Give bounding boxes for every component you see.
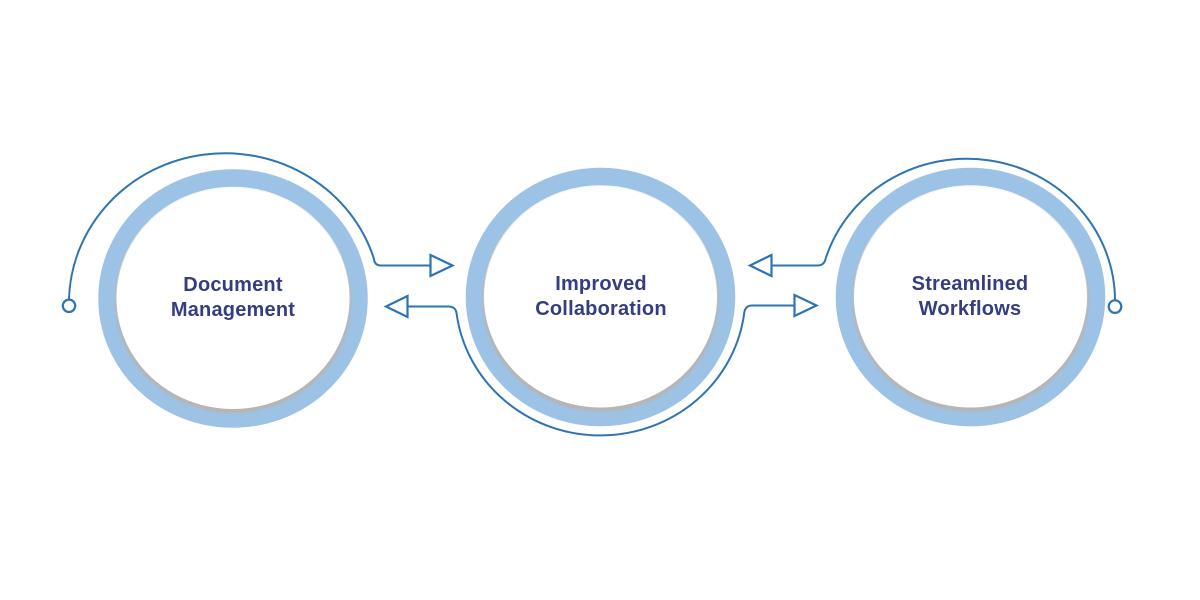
node-circle-improved-collaboration [465, 167, 736, 427]
ring [835, 167, 1106, 427]
ring [98, 169, 368, 428]
connector-arc-left-top [68, 152, 431, 300]
terminal-dot-left [61, 298, 77, 314]
connector-arc-center-bottom [407, 304, 795, 437]
arrow-left-icon [383, 294, 409, 319]
node-face [484, 186, 717, 408]
node-circle-streamlined-workflows [835, 167, 1106, 427]
node-face [854, 186, 1087, 408]
node-face [116, 188, 350, 409]
arrow-left-icon [747, 253, 773, 278]
arrow-right-icon [429, 253, 456, 278]
ring [465, 167, 736, 427]
arrow-right-icon [793, 293, 820, 318]
node-circle-document-management [98, 169, 368, 428]
terminal-dot-right [1107, 299, 1123, 315]
connector-arc-right-top [771, 157, 1116, 301]
